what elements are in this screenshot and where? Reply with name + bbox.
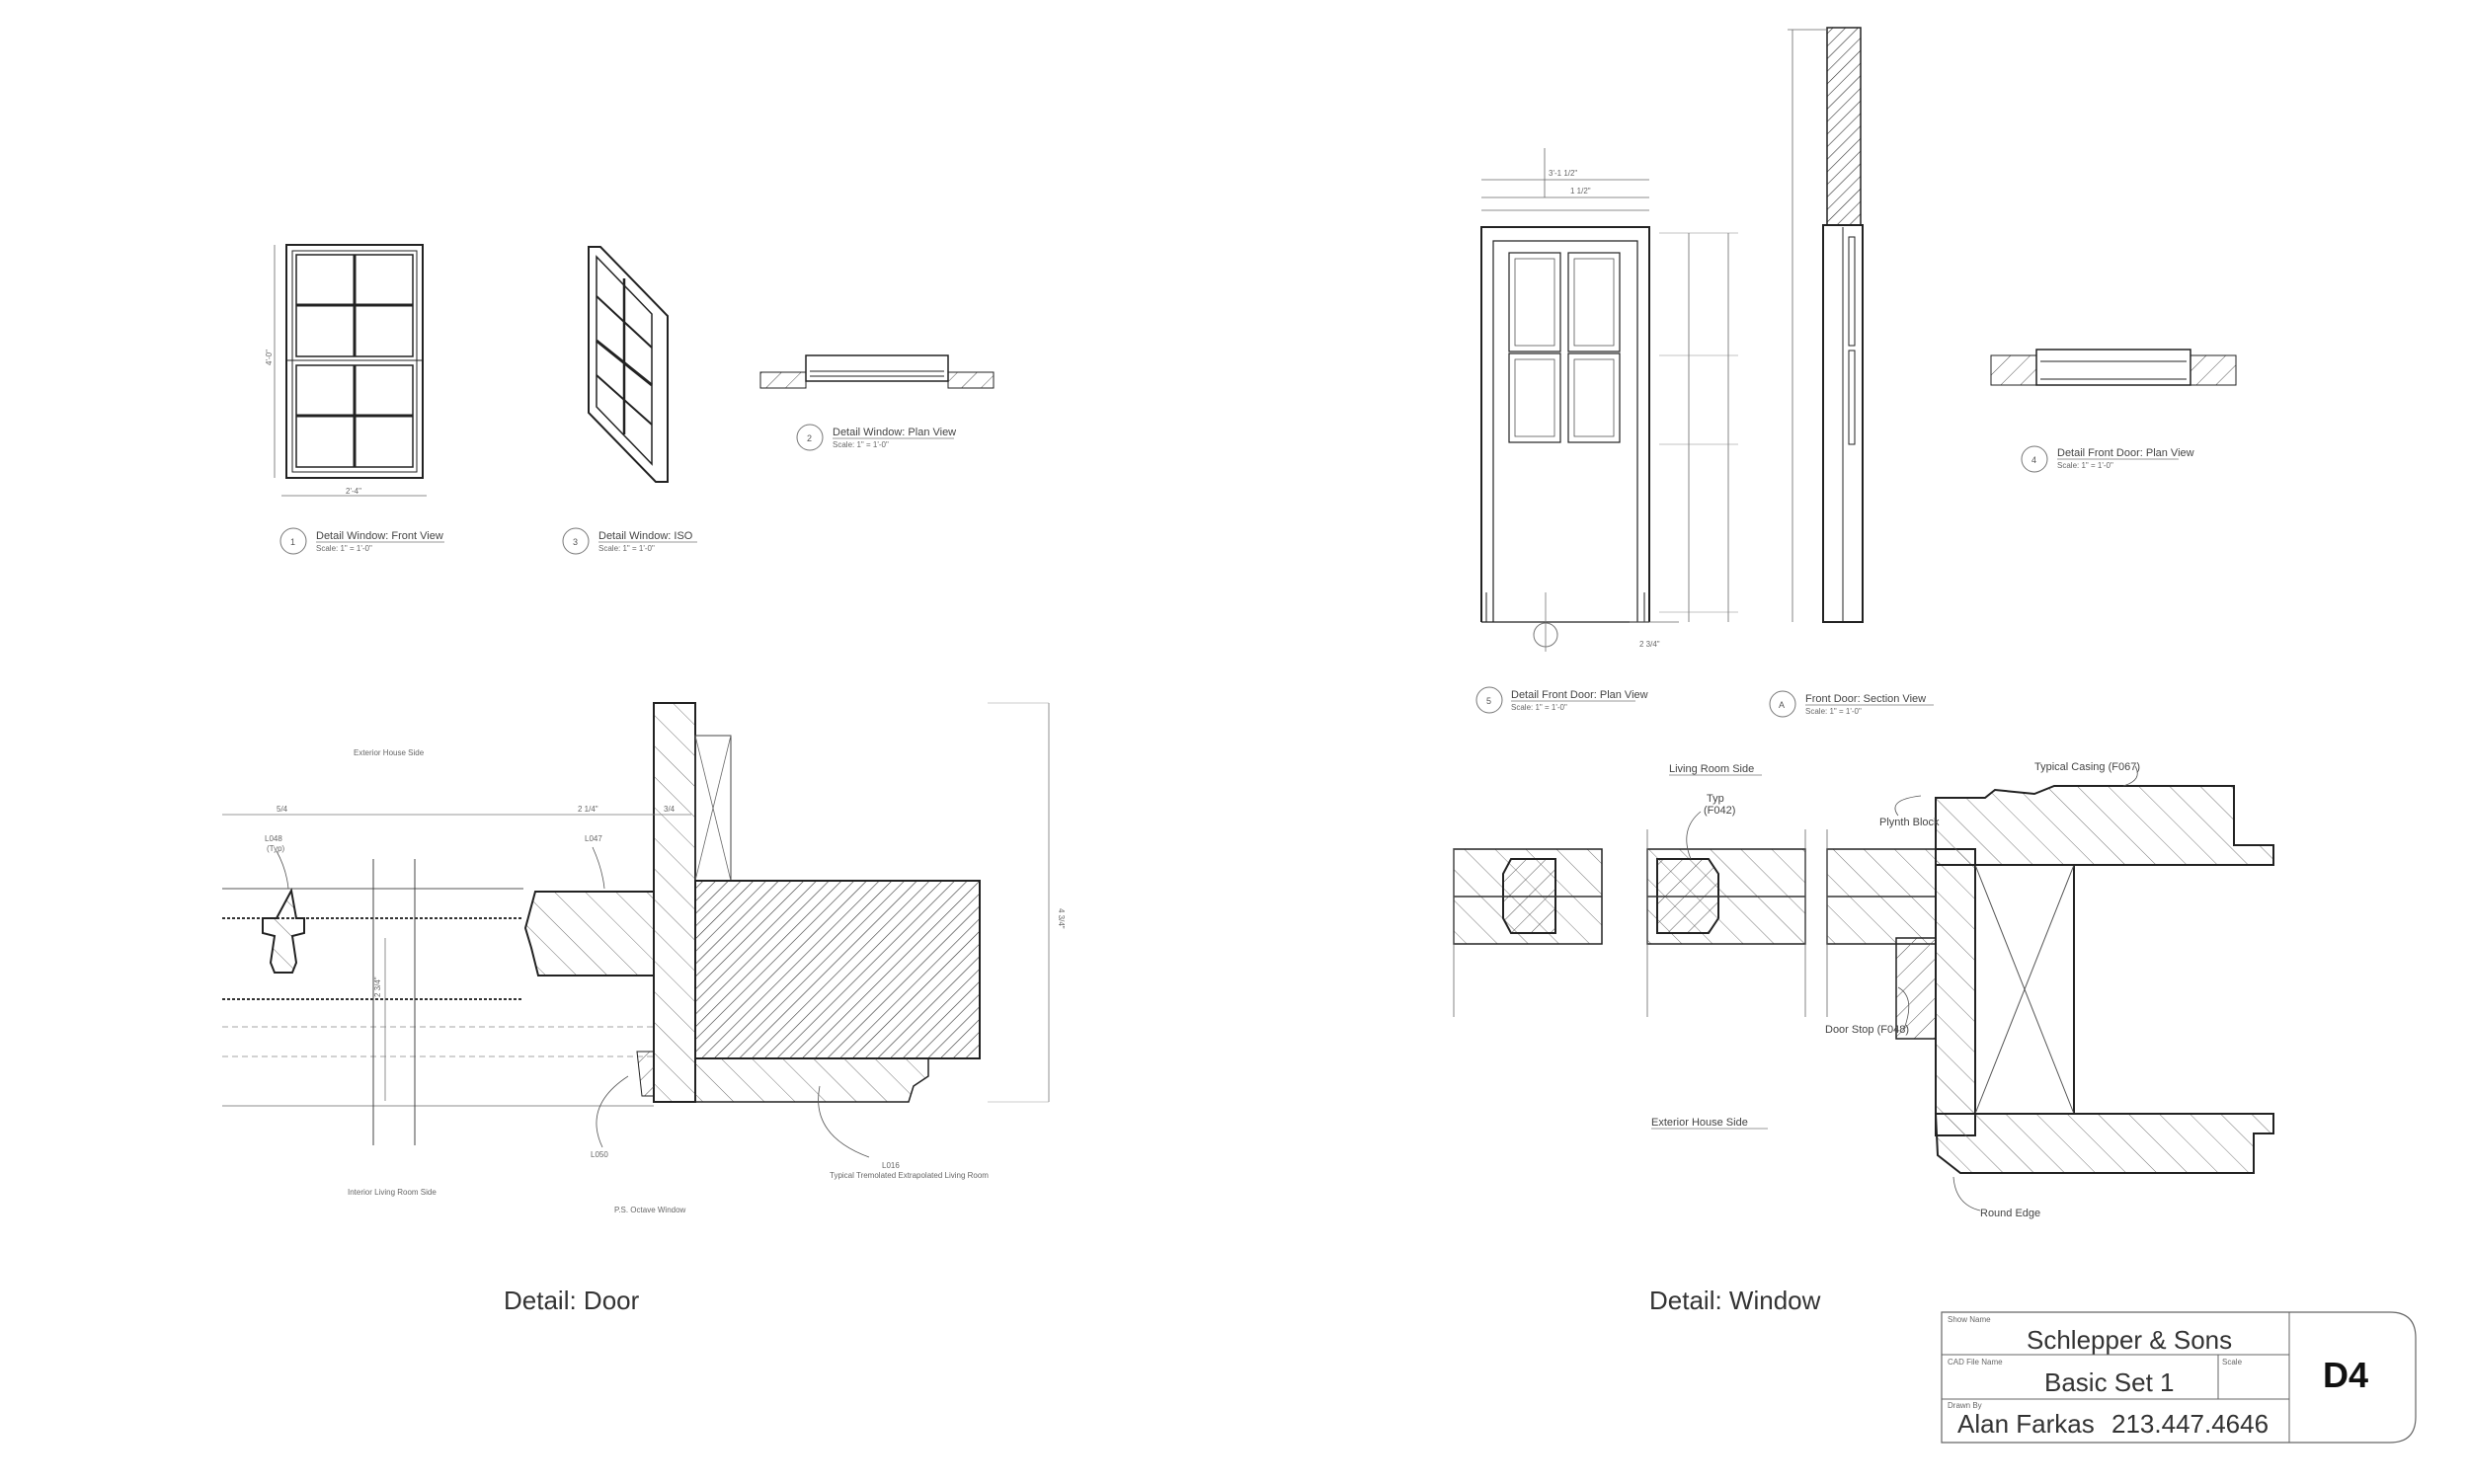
window-width-dim: 2'-4" [346, 487, 361, 496]
door-front-plan-scale: Scale: 1" = 1'-0" [1511, 703, 1567, 712]
detail-door-drawing: 5/4 2 1/4" 3/4 4 3/4" 2 3/4" Exterior Ho… [222, 702, 1066, 1315]
l048-typ-label: (Typ) [267, 844, 285, 853]
view-number-4: 4 [2031, 455, 2036, 465]
door-dim-d: 4 3/4" [1057, 908, 1066, 929]
l050-label: L050 [591, 1150, 608, 1159]
door-exterior-label: Exterior House Side [354, 748, 425, 757]
window-front-view: 2'-4" 4'-0" 1 Detail Window: Front View … [265, 244, 444, 555]
sheet-number: D4 [2323, 1355, 2368, 1395]
window-plan-view: 2 Detail Window: Plan View Scale: 1" = 1… [759, 354, 995, 451]
l016-desc: Typical Tremolated Extrapolated Living R… [830, 1171, 989, 1180]
door-front-elevation: 3'-1 1/2" 1 1/2" 2 3/4" 5 Detail Front D… [1475, 148, 1738, 714]
window-iso-title: Detail Window: ISO [598, 530, 693, 542]
view-letter-a: A [1779, 700, 1785, 710]
cad-file-name: Basic Set 1 [2044, 1367, 2175, 1397]
door-bottom-dim: 2 3/4" [1639, 640, 1660, 649]
window-iso-view: 3 Detail Window: ISO Scale: 1" = 1'-0" [562, 246, 697, 555]
window-plan-scale: Scale: 1" = 1'-0" [833, 440, 889, 449]
f042-label: (F042) [1704, 805, 1735, 817]
view-number-3: 3 [573, 537, 578, 547]
window-front-title: Detail Window: Front View [316, 530, 443, 542]
door-overall-dim: 3'-1 1/2" [1549, 169, 1577, 178]
round-edge-label: Round Edge [1980, 1208, 2040, 1219]
plinth-label: Plynth Block [1879, 817, 1940, 828]
window-iso-scale: Scale: 1" = 1'-0" [598, 544, 655, 553]
drawn-by: Alan Farkas [1957, 1409, 2095, 1439]
door-plan-title: Detail Front Door: Plan View [2057, 447, 2194, 459]
door-stop-label: Door Stop (F048) [1825, 1024, 1909, 1036]
l048-label: L048 [265, 834, 282, 843]
typ-label: Typ [1707, 793, 1724, 805]
detail-door-caption: Detail: Door [504, 1286, 640, 1315]
door-fixed-label: P.S. Octave Window [614, 1206, 686, 1214]
living-room-label: Living Room Side [1669, 763, 1754, 775]
view-number-2: 2 [807, 433, 812, 443]
window-plan-title: Detail Window: Plan View [833, 427, 956, 438]
phone-number: 213.447.4646 [2111, 1409, 2269, 1439]
door-plan-scale: Scale: 1" = 1'-0" [2057, 461, 2113, 470]
door-section-view: A Front Door: Section View Scale: 1" = 1… [1769, 27, 1934, 718]
scale-label: Scale [2222, 1358, 2243, 1367]
window-front-scale: Scale: 1" = 1'-0" [316, 544, 372, 553]
door-dim-a: 5/4 [277, 805, 288, 814]
l047-label: L047 [585, 834, 602, 843]
detail-window-caption: Detail: Window [1649, 1286, 1821, 1315]
drawn-by-label: Drawn By [1948, 1401, 1982, 1410]
window-height-dim: 4'-0" [265, 350, 274, 365]
view-number-5: 5 [1486, 696, 1491, 706]
door-front-plan-title: Detail Front Door: Plan View [1511, 689, 1648, 701]
window-exterior-label: Exterior House Side [1651, 1117, 1748, 1129]
l016-label: L016 [882, 1161, 900, 1170]
door-plan-view: 4 Detail Front Door: Plan View Scale: 1"… [1990, 349, 2237, 473]
show-name-label: Show Name [1948, 1315, 1991, 1324]
show-name: Schlepper & Sons [2027, 1325, 2232, 1355]
door-mid-dim: 1 1/2" [1570, 187, 1591, 195]
door-interior-label: Interior Living Room Side [348, 1188, 437, 1197]
door-dim-b: 2 1/4" [578, 805, 598, 814]
detail-window-drawing: Living Room Side Typ (F042) Plynth Block… [1453, 761, 2274, 1315]
cad-file-label: CAD File Name [1948, 1358, 2003, 1367]
title-block: Show Name Schlepper & Sons CAD File Name… [1941, 1311, 2417, 1444]
door-section-title: Front Door: Section View [1805, 693, 1926, 705]
view-number-1: 1 [290, 537, 295, 547]
door-dim-e: 2 3/4" [373, 976, 382, 997]
door-dim-c: 3/4 [664, 805, 676, 814]
casing-label: Typical Casing (F067) [2034, 761, 2140, 773]
door-section-scale: Scale: 1" = 1'-0" [1805, 707, 1862, 716]
